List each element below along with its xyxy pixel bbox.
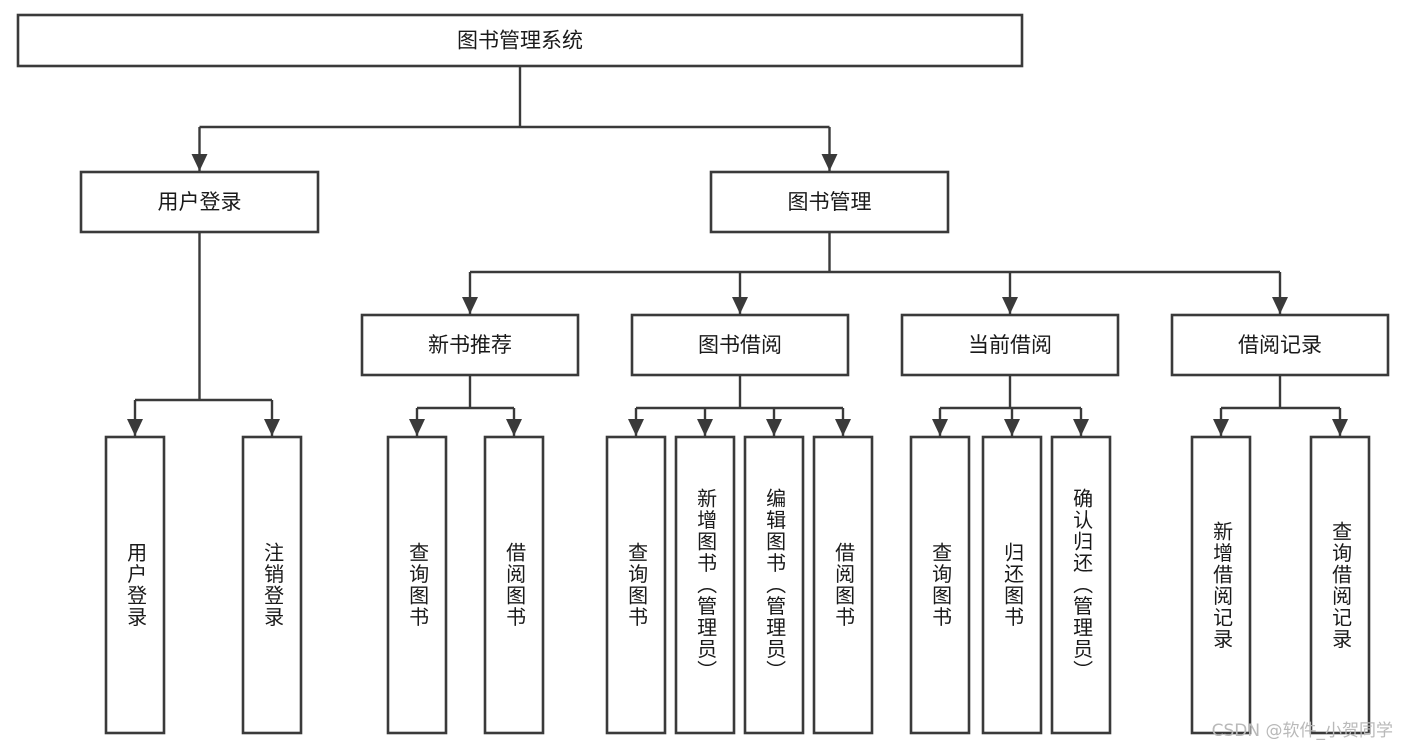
node-box-leaf-logout[interactable]: [241, 435, 303, 735]
node-box-leaf-return-book[interactable]: [981, 435, 1043, 735]
node-label-new-book-recommend: 新书推荐: [428, 333, 512, 357]
node-box-leaf-borrow-book-2[interactable]: [812, 435, 874, 735]
node-box-leaf-query-book-1[interactable]: [386, 435, 448, 735]
edge-current-borrow-arrow-2: [1073, 419, 1089, 436]
csdn-watermark: CSDN @软件_小贺同学: [1211, 721, 1393, 741]
edge-borrow-record-arrow-1: [1332, 419, 1348, 436]
node-label-borrow-record: 借阅记录: [1238, 333, 1322, 357]
edge-book-manage-arrow-1: [732, 297, 748, 314]
edge-current-borrow-arrow-1: [1004, 419, 1020, 436]
node-box-current-borrow[interactable]: [900, 313, 1120, 377]
node-box-leaf-user-login[interactable]: [104, 435, 166, 735]
node-box-leaf-add-book[interactable]: [674, 435, 736, 735]
node-box-borrow-record[interactable]: [1170, 313, 1390, 377]
node-box-leaf-edit-book[interactable]: [743, 435, 805, 735]
node-box-book-borrow[interactable]: [630, 313, 850, 377]
edge-borrow-record-arrow-0: [1213, 419, 1229, 436]
node-box-leaf-borrow-book-1[interactable]: [483, 435, 545, 735]
node-box-leaf-query-book-2[interactable]: [605, 435, 667, 735]
edge-new-book-recommend-arrow-0: [409, 419, 425, 436]
node-box-leaf-query-record[interactable]: [1309, 435, 1371, 735]
edge-book-manage-arrow-2: [1002, 297, 1018, 314]
node-box-new-book-recommend[interactable]: [360, 313, 580, 377]
node-label-book-borrow: 图书借阅: [698, 333, 782, 357]
edge-current-borrow-arrow-0: [932, 419, 948, 436]
edge-root-arrow-1: [821, 154, 838, 171]
connectors-layer: [127, 66, 1348, 436]
edge-book-manage-arrow-3: [1272, 297, 1288, 314]
edge-book-borrow-arrow-1: [697, 419, 713, 436]
edge-book-borrow-arrow-3: [835, 419, 851, 436]
node-box-book-manage[interactable]: [709, 170, 950, 234]
boxes-layer: [16, 13, 1390, 735]
node-box-root[interactable]: [16, 13, 1024, 68]
node-label-root: 图书管理系统: [457, 29, 583, 53]
node-label-current-borrow: 当前借阅: [968, 333, 1052, 357]
edge-book-borrow-arrow-0: [628, 419, 644, 436]
edge-root-arrow-0: [191, 154, 208, 171]
node-label-user-login: 用户登录: [158, 190, 242, 214]
node-box-leaf-confirm-return[interactable]: [1050, 435, 1112, 735]
node-box-leaf-add-record[interactable]: [1190, 435, 1252, 735]
node-box-user-login[interactable]: [79, 170, 320, 234]
edge-book-borrow-arrow-2: [766, 419, 782, 436]
edge-new-book-recommend-arrow-1: [506, 419, 522, 436]
node-label-book-manage: 图书管理: [788, 190, 872, 214]
edge-user-login-arrow-0: [127, 419, 143, 436]
edge-book-manage-arrow-0: [462, 297, 478, 314]
node-box-leaf-query-book-3[interactable]: [909, 435, 971, 735]
edge-user-login-arrow-1: [264, 419, 280, 436]
